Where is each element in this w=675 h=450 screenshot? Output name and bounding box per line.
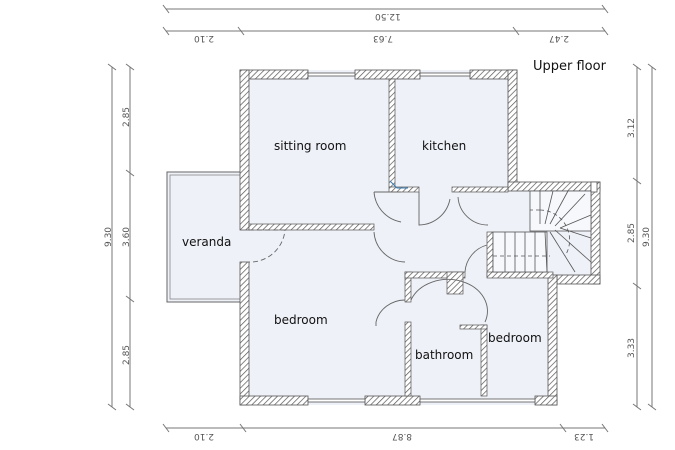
room-label-veranda: veranda <box>182 235 232 249</box>
dim-left-seg-3: 2.85 <box>122 344 133 366</box>
door-swings <box>248 191 489 326</box>
dim-right-total: 9.30 <box>642 226 653 248</box>
dim-top-seg-3: 2.47 <box>549 33 570 43</box>
room-label-kitchen: kitchen <box>422 139 467 153</box>
room-label-sitting-room: sitting room <box>274 139 347 153</box>
staircase <box>492 181 598 273</box>
room-label-bedroom-right: bedroom <box>488 331 542 345</box>
dim-right-seg-1: 3.12 <box>627 117 638 139</box>
dim-bottom-seg-1: 2.10 <box>194 431 215 441</box>
dim-bottom-seg-3: 1.23 <box>574 431 595 441</box>
dim-left-seg-2: 3.60 <box>122 226 133 248</box>
dim-left-total: 9.30 <box>104 226 115 248</box>
exterior-walls <box>239 69 601 406</box>
veranda-area <box>166 171 242 303</box>
dim-top-total: 12.50 <box>375 11 401 21</box>
dim-right-seg-3: 3.33 <box>627 337 638 359</box>
dim-left-seg-1: 2.85 <box>122 106 133 128</box>
room-label-bedroom-left: bedroom <box>274 313 328 327</box>
dim-top-seg-1: 2.10 <box>194 33 215 43</box>
dim-top-seg-2: 7.63 <box>373 33 394 43</box>
dim-bottom-seg-2: 8.87 <box>392 431 413 441</box>
dimension-lines <box>107 4 657 433</box>
floor-title: Upper floor <box>533 59 606 74</box>
dim-right-seg-2: 2.85 <box>627 222 638 244</box>
room-label-bathroom: bathroom <box>415 348 474 362</box>
